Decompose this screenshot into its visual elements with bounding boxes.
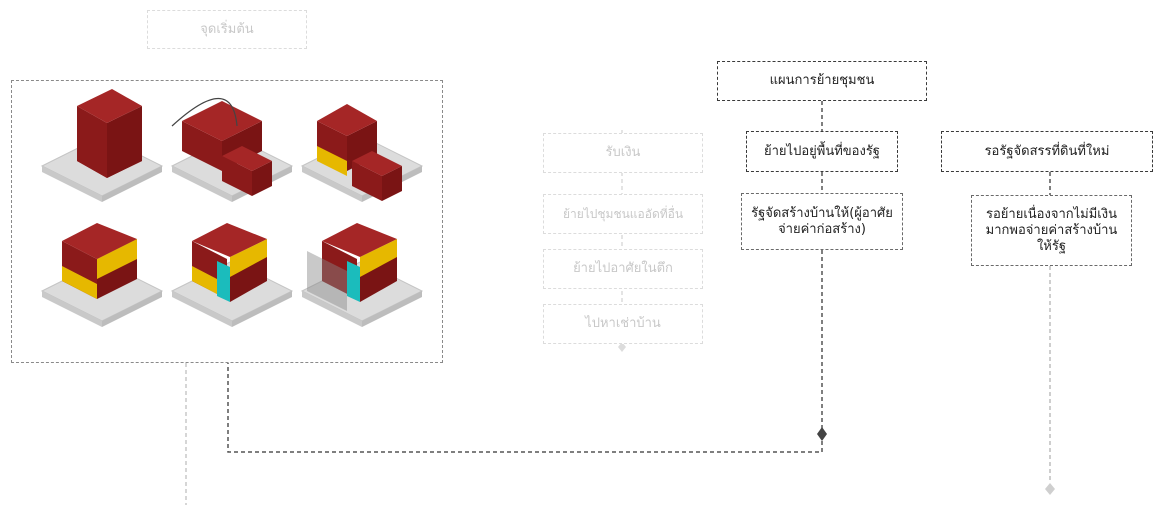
- block-2: [171, 98, 293, 203]
- block-3: [301, 104, 423, 203]
- plan-title-node: แผนการย้ายชุมชน: [717, 61, 927, 101]
- node-state-build-label: รัฐจัดสร้างบ้านให้(ผู้อาศัยจ่ายค่าก่อสร้…: [751, 205, 893, 237]
- node-rent-house: ไปหาเช่าบ้าน: [543, 304, 703, 344]
- node-state-build: รัฐจัดสร้างบ้านให้(ผู้อาศัยจ่ายค่าก่อสร้…: [741, 193, 903, 250]
- block-6: [301, 223, 423, 328]
- block-5: [171, 223, 293, 328]
- node-wait-move-label: รอย้ายเนื่องจากไม่มีเงินมากพอจ่ายค่าสร้า…: [985, 206, 1118, 254]
- node-move-building: ย้ายไปอาศัยในตึก: [543, 249, 703, 289]
- node-move-building-label: ย้ายไปอาศัยในตึก: [573, 261, 673, 276]
- block-1: [41, 89, 163, 203]
- dark-diamond: [817, 427, 827, 441]
- node-wait-move: รอย้ายเนื่องจากไม่มีเงินมากพอจ่ายค่าสร้า…: [971, 195, 1132, 266]
- block-4: [41, 223, 163, 328]
- node-move-other-slum-label: ย้ายไปชุมชนแออัดที่อื่น: [562, 207, 684, 221]
- node-wait-land: รอรัฐจัดสรรที่ดินที่ใหม่: [941, 131, 1153, 172]
- housing-blocks-illustration: [41, 89, 423, 328]
- faint-diamond-right: [1045, 483, 1055, 495]
- housing-illustration-panel: [11, 80, 443, 363]
- node-receive-money: รับเงิน: [543, 133, 703, 173]
- node-move-other-slum: ย้ายไปชุมชนแออัดที่อื่น: [543, 194, 703, 234]
- node-state-land: ย้ายไปอยู่พื้นที่ของรัฐ: [746, 131, 898, 172]
- node-wait-land-label: รอรัฐจัดสรรที่ดินที่ใหม่: [984, 143, 1110, 159]
- node-rent-house-label: ไปหาเช่าบ้าน: [585, 316, 661, 331]
- start-node: จุดเริ่มต้น: [147, 10, 307, 49]
- node-state-land-label: ย้ายไปอยู่พื้นที่ของรัฐ: [764, 143, 880, 159]
- node-receive-money-label: รับเงิน: [605, 145, 641, 160]
- faint-diamond-left: [618, 342, 626, 352]
- start-label: จุดเริ่มต้น: [200, 21, 254, 37]
- plan-title: แผนการย้ายชุมชน: [769, 73, 875, 88]
